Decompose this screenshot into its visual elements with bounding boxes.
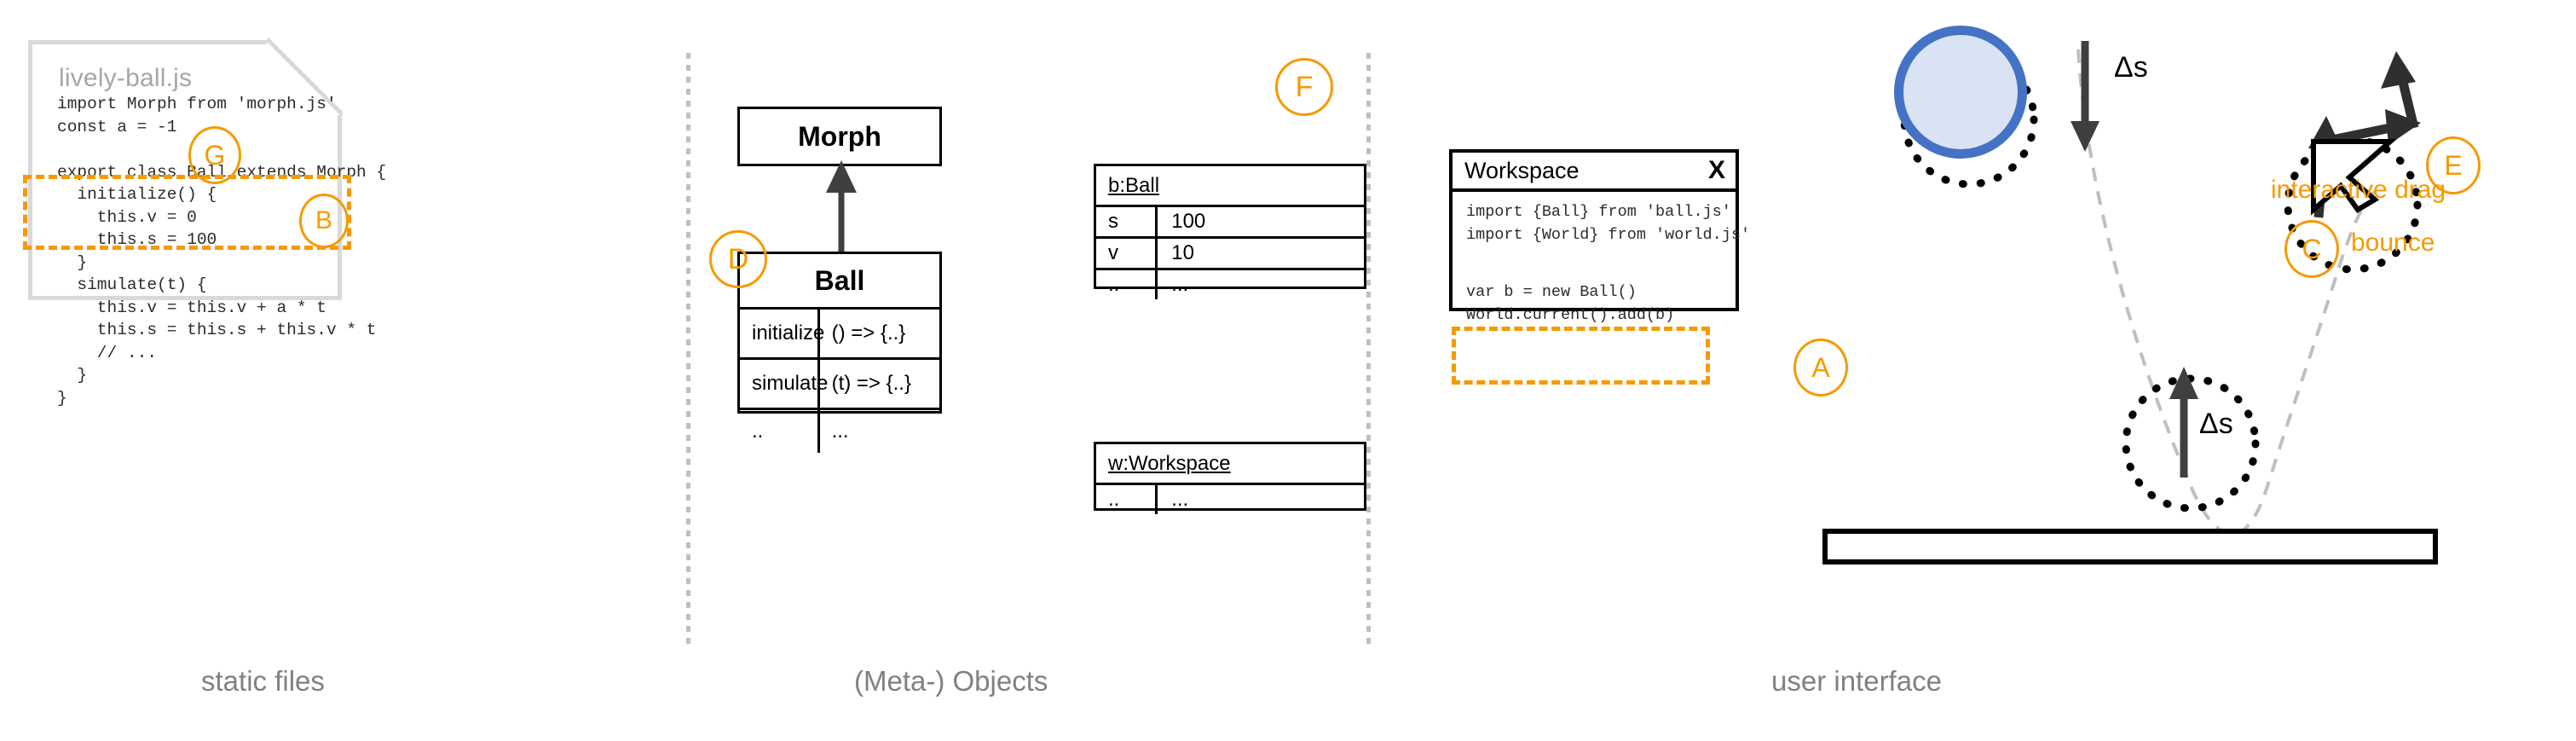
uml-member-row[interactable]: .. ...	[740, 408, 939, 453]
delta-s-label-bottom: Δs	[2199, 408, 2233, 440]
caption-meta-objects: (Meta-) Objects	[854, 665, 1048, 697]
object-box-ball[interactable]: b:Ball s 100 v 10 .. ...	[1094, 164, 1366, 299]
uml-member-row[interactable]: initialize () => {..}	[740, 307, 939, 357]
ghost-ball-bottom	[2122, 374, 2260, 512]
object-property-value: ...	[1171, 273, 1189, 296]
object-property-value: 100	[1171, 210, 1206, 233]
uml-member-name: initialize	[740, 310, 824, 357]
delta-s-down-arrow-icon	[2071, 41, 2099, 152]
badge-f[interactable]: F	[1275, 58, 1333, 116]
object-property-row[interactable]: v 10	[1096, 236, 1364, 268]
caption-user-interface: user interface	[1771, 665, 1942, 697]
badge-d[interactable]: D	[709, 230, 767, 288]
close-icon[interactable]: X	[1707, 156, 1725, 184]
ball-shape[interactable]	[1894, 26, 2027, 159]
bouncing-ball-illustration: Δs Δs E interactive drag C bounce	[1822, 9, 2576, 657]
object-box-ball-title: b:Ball	[1096, 166, 1364, 205]
badge-g[interactable]: G	[188, 126, 241, 184]
simulate-block-highlight	[23, 175, 351, 250]
object-property-row[interactable]: .. ...	[1096, 268, 1364, 299]
uml-member-signature: (t) => {..}	[831, 372, 911, 395]
delta-s-up-arrow-icon	[2169, 367, 2198, 478]
workspace-code-imports[interactable]: import {Ball} from 'ball.js' import {Wor…	[1466, 203, 1751, 244]
object-property-value: 10	[1171, 241, 1194, 264]
inheritance-arrow-icon	[826, 160, 857, 254]
workspace-window[interactable]: Workspace X import {Ball} from 'ball.js'…	[1449, 149, 1751, 324]
object-property-value: ...	[1171, 488, 1189, 511]
uml-class-morph[interactable]: Morph	[737, 107, 942, 166]
object-box-workspace-title: w:Workspace	[1096, 444, 1364, 483]
object-property-key: ..	[1096, 485, 1158, 514]
uml-class-ball-name: Ball	[814, 264, 865, 296]
uml-member-signature: ...	[831, 420, 849, 443]
folded-corner-icon	[267, 37, 345, 115]
interactive-drag-label: interactive drag	[2271, 176, 2446, 204]
badge-a[interactable]: A	[1793, 339, 1848, 397]
object-property-key: s	[1096, 207, 1158, 236]
delta-s-label-top: Δs	[2114, 51, 2148, 84]
object-box-workspace-title-text: w:Workspace	[1108, 451, 1231, 475]
uml-member-name: simulate	[740, 360, 828, 408]
mouse-cursor-icon[interactable]	[2308, 138, 2397, 240]
workspace-title: Workspace	[1464, 157, 1580, 183]
caption-static-files: static files	[201, 665, 325, 697]
uml-class-morph-name: Morph	[798, 120, 881, 152]
file-name-label: lively-ball.js	[59, 64, 193, 92]
workspace-statement-highlight	[1452, 327, 1710, 385]
column-divider-right	[1366, 53, 1371, 650]
bounce-label: bounce	[2351, 229, 2435, 257]
object-property-row[interactable]: .. ...	[1096, 483, 1364, 514]
object-property-key: v	[1096, 239, 1158, 268]
uml-member-row[interactable]: simulate (t) => {..}	[740, 357, 939, 408]
workspace-code-statements[interactable]: var b = new Ball() World.current().add(b…	[1466, 283, 1675, 324]
object-box-workspace[interactable]: w:Workspace .. ...	[1094, 442, 1366, 514]
uml-member-signature: () => {..}	[831, 321, 906, 344]
ground-platform	[1822, 529, 2438, 564]
badge-c[interactable]: C	[2284, 220, 2339, 278]
object-box-ball-title-text: b:Ball	[1108, 173, 1160, 197]
uml-member-name: ..	[740, 410, 820, 453]
badge-b[interactable]: B	[299, 194, 349, 248]
column-divider-left	[686, 53, 690, 650]
workspace-titlebar[interactable]: Workspace X	[1453, 153, 1736, 192]
badge-e[interactable]: E	[2426, 136, 2481, 194]
uml-class-ball[interactable]: Ball initialize () => {..} simulate (t) …	[737, 252, 942, 453]
object-property-row[interactable]: s 100	[1096, 205, 1364, 236]
source-file-card: lively-ball.js import Morph from 'morph.…	[28, 37, 386, 408]
object-property-key: ..	[1096, 270, 1158, 299]
